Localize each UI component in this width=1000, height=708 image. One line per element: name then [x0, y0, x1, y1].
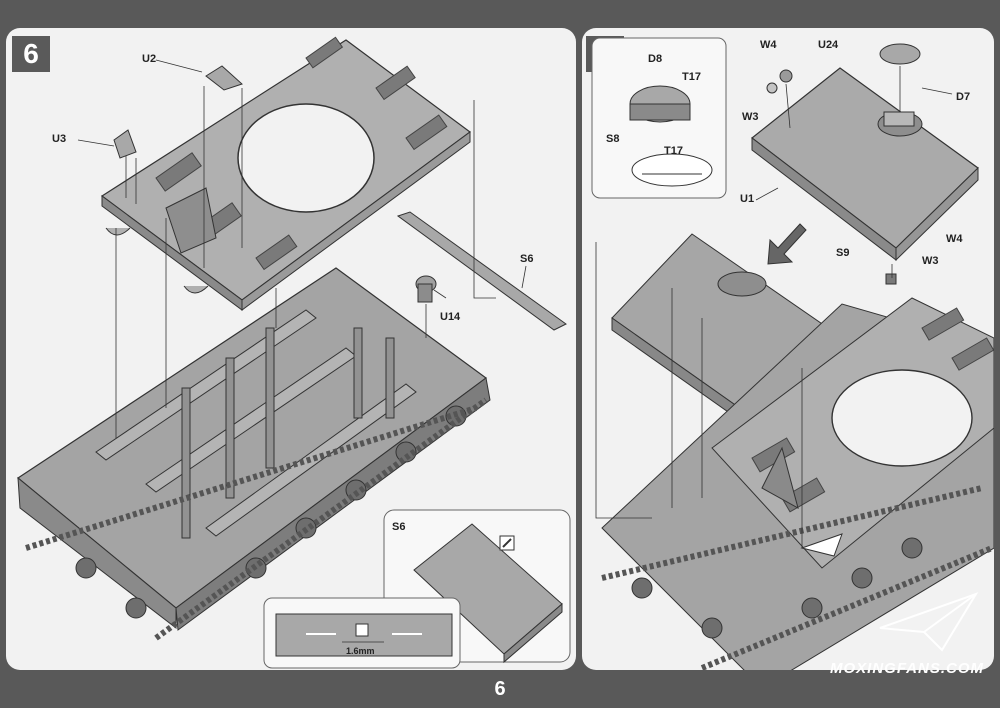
part-u1-plate	[751, 67, 979, 262]
label-s8: S8	[606, 133, 619, 145]
part-u14	[415, 275, 437, 303]
part-s6-strip	[396, 211, 567, 331]
step-7-diagram: D8 T17 S8 T17 W4 U24 W3 D7 U1 W4 S9 W3	[591, 37, 994, 670]
label-inset-s6: S6	[392, 521, 405, 533]
label-u3: U3	[52, 133, 66, 145]
label-s6: S6	[520, 253, 533, 265]
hull-body	[16, 267, 491, 641]
page-number: 6	[494, 678, 506, 700]
label-u14: U14	[440, 311, 461, 323]
label-w3-bottom: W3	[922, 255, 939, 267]
part-w4	[779, 69, 793, 83]
label-d7: D7	[956, 91, 970, 103]
hull-assembled	[601, 297, 994, 670]
label-u1: U1	[740, 193, 754, 205]
watermark-text: MOXINGFANS.COM	[830, 660, 985, 677]
label-t17-bottom: T17	[664, 145, 683, 157]
part-w3	[766, 82, 778, 94]
label-u2: U2	[142, 53, 156, 65]
label-t17-top: T17	[682, 71, 701, 83]
label-dimension: 1.6mm	[346, 646, 375, 656]
label-w4-top: W4	[760, 39, 777, 51]
step-6-panel: 6	[6, 28, 576, 670]
step-6-number: 6	[12, 36, 50, 72]
part-s9	[885, 273, 897, 285]
assembly-leader-lines	[77, 59, 527, 438]
label-u24: U24	[818, 39, 839, 51]
label-s9: S9	[836, 247, 849, 259]
dimension-inset	[263, 597, 461, 669]
step-6-diagram: U2 U3 S6 U14 S6 1.6mm	[16, 36, 571, 669]
part-u3	[113, 129, 137, 159]
label-d8: D8	[648, 53, 662, 65]
part-u2	[205, 65, 243, 91]
paper-plane-icon	[879, 592, 979, 652]
label-w4-bottom: W4	[946, 233, 963, 245]
engine-deck-plate	[100, 36, 472, 311]
part-u24	[879, 43, 921, 65]
assembly-direction-arrow-icon	[767, 223, 807, 265]
step-7-panel: 7	[582, 28, 994, 670]
periscope-inset	[591, 37, 727, 199]
label-w3-top: W3	[742, 111, 759, 123]
assembly-leader-lines	[595, 66, 953, 548]
